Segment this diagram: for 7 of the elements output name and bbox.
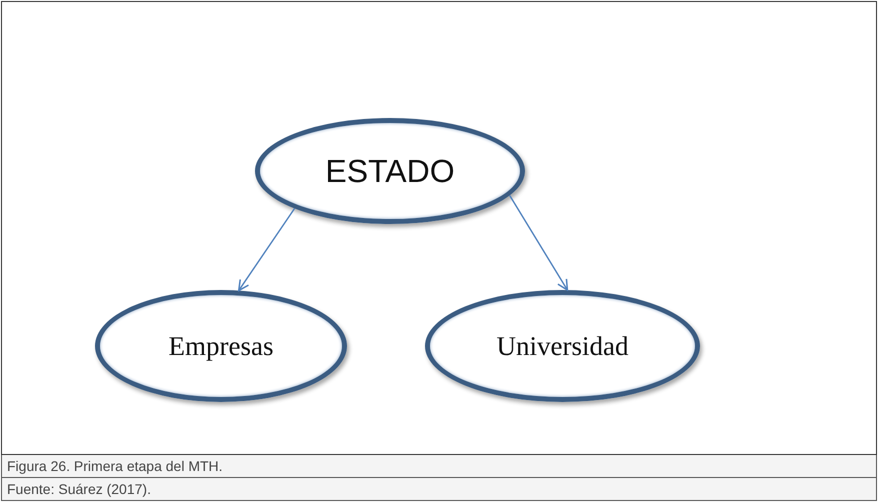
node-label: Universidad [496, 330, 628, 362]
arrow [238, 208, 296, 292]
node-label: ESTADO [325, 152, 455, 190]
node-label: Empresas [168, 330, 274, 362]
source-note: Fuente: Suárez (2017). [7, 481, 151, 497]
figure-caption: Figura 26. Primera etapa del MTH. [7, 458, 223, 474]
arrow [509, 195, 568, 291]
